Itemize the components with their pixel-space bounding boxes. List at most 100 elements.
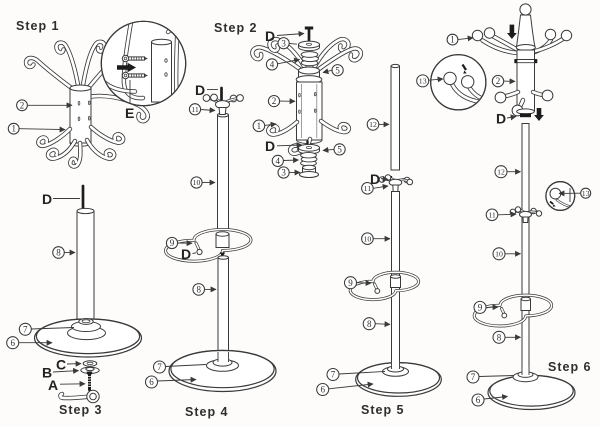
callout-10-step4-number: 10	[193, 178, 201, 187]
step3-washer-c	[82, 360, 98, 367]
callout-D-step3: D	[42, 191, 80, 207]
step6-joint-d	[516, 108, 535, 118]
callout-6-step3: 6	[6, 336, 53, 350]
step4-title: Step 4	[185, 405, 229, 419]
callout-9-step5: 9	[343, 276, 372, 290]
step1-title: Step 1	[16, 19, 60, 33]
callout-10-step5: 10	[361, 232, 391, 246]
callout-7-step4-number: 7	[157, 362, 162, 372]
callout-11-step6-number: 11	[488, 211, 496, 220]
callout-6-step5: 6	[316, 381, 374, 397]
callout-D-step2-top: D	[265, 28, 305, 44]
step1-tube	[69, 84, 92, 147]
step6-pole	[521, 123, 530, 378]
callout-2-step6: 2	[491, 74, 516, 88]
callout-2-step2: 2	[267, 94, 296, 108]
callout-8-step5-number: 8	[367, 319, 372, 329]
step2-washer-top	[298, 40, 320, 52]
step5-base	[355, 360, 442, 397]
callout-8-step6: 8	[492, 330, 522, 344]
step5-ring	[348, 270, 421, 302]
step6-down-arrow-top-icon	[507, 24, 517, 39]
callout-11-step6: 11	[485, 208, 517, 222]
callout-10-step6-number: 10	[495, 250, 503, 259]
step3-wrench-icon	[58, 389, 100, 404]
callout-8-step5: 8	[362, 317, 391, 331]
step6-hub-tube	[514, 49, 538, 112]
callout-1-step2-number: 1	[257, 121, 262, 131]
callout-10-step5-number: 10	[364, 234, 372, 243]
label-D-step6: D	[496, 111, 506, 127]
callout-7-step6-number: 7	[471, 372, 476, 382]
callout-6-step6-number: 6	[476, 395, 481, 405]
callout-11-step5-number: 11	[364, 184, 372, 193]
step6-inset-left	[430, 54, 487, 111]
callout-7-step5-number: 7	[331, 370, 336, 380]
step6-ring	[472, 293, 554, 328]
callout-1-step1-number: 1	[11, 124, 16, 134]
label-D-step4-mid: D	[181, 246, 191, 262]
callout-9-step4-number: 9	[170, 238, 175, 248]
step2-title: Step 2	[214, 21, 258, 35]
label-D-step2-top: D	[265, 28, 275, 44]
label-E: E	[125, 105, 134, 121]
step4-pole-lower	[217, 255, 229, 353]
step2-top-hardware	[295, 26, 323, 84]
callout-3-step2-top: 3	[277, 37, 298, 50]
step3-bolt-a	[86, 371, 93, 393]
step6-finial	[515, 3, 536, 51]
callout-7-step4: 7	[152, 360, 207, 374]
callout-13-step6-right: 13	[558, 187, 592, 199]
callout-6-step6: 6	[471, 393, 509, 407]
callout-4-step2-bottom-number: 4	[276, 156, 281, 166]
callout-9-step4: 9	[165, 236, 193, 250]
step2-tube	[296, 81, 323, 145]
step5-pole-top	[390, 63, 400, 171]
step6-title: Step 6	[548, 360, 592, 374]
step5-hook-mid	[378, 174, 414, 192]
callout-10-step6: 10	[492, 247, 522, 261]
callout-12-step5: 12	[366, 118, 390, 131]
callout-8-step4-number: 8	[196, 285, 201, 295]
label-A: A	[48, 377, 58, 393]
callout-D-step4-mid: D	[181, 246, 197, 262]
step1-upper-hooks	[23, 39, 150, 124]
callout-E-step1: E	[125, 80, 134, 121]
label-B: B	[42, 365, 52, 381]
callout-3-step2-bottom: 3	[277, 166, 301, 179]
callout-3-step2-bottom-number: 3	[281, 168, 286, 178]
callout-1-step6: 1	[446, 33, 474, 46]
step3-washer-b	[80, 366, 100, 374]
callout-1-step6-number: 1	[450, 35, 455, 45]
callout-7-step6: 7	[466, 370, 515, 384]
callout-5-step2-top-number: 5	[335, 65, 340, 75]
callout-11-step4-number: 11	[191, 105, 199, 114]
callout-12-step6: 12	[494, 165, 522, 179]
callout-8-step6-number: 8	[497, 332, 502, 342]
callout-D-step2-bottom: D	[265, 138, 303, 154]
step2-group: Step 2	[214, 21, 364, 179]
callout-A-step3: A	[48, 377, 86, 393]
callout-3-step2-top-number: 3	[281, 38, 286, 48]
label-C: C	[56, 357, 66, 373]
step3-group: D 8 7 6 C	[6, 184, 143, 417]
callout-7-step3: 7	[18, 322, 75, 336]
label-D-step3: D	[42, 191, 52, 207]
callout-8-step3-number: 8	[56, 248, 61, 258]
step3-base	[33, 318, 143, 358]
insert-direction-arrow-icon	[117, 62, 136, 73]
step6-inset-right	[545, 181, 576, 212]
callout-5-step2-bottom-number: 5	[337, 145, 342, 155]
callout-13-step6-left-number: 13	[419, 77, 427, 86]
callout-13-step6-right-number: 13	[582, 189, 590, 198]
step3-pole	[76, 207, 95, 320]
step5-title: Step 5	[361, 403, 405, 417]
callout-2-step6-number: 2	[496, 76, 501, 86]
callout-8-step3: 8	[52, 246, 76, 259]
callout-9-step6: 9	[473, 300, 499, 314]
step2-spring-top	[300, 51, 319, 67]
callout-1-step2: 1	[252, 119, 277, 133]
callout-8-step4: 8	[192, 283, 217, 296]
callout-9-step5-number: 9	[348, 278, 353, 288]
